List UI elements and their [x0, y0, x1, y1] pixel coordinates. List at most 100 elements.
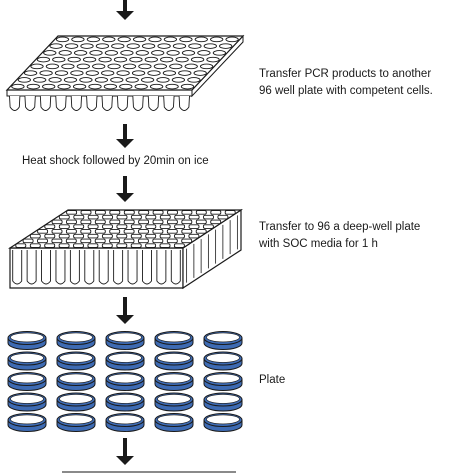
square-well — [80, 219, 92, 225]
well — [70, 70, 84, 76]
well — [141, 43, 156, 49]
well — [76, 63, 90, 70]
well — [140, 77, 155, 83]
petri-dish-grid — [7, 331, 243, 432]
well — [194, 36, 208, 43]
petri-dish-icon — [203, 351, 243, 371]
dish-lid — [108, 414, 142, 425]
dish-lid — [206, 414, 240, 425]
well — [135, 50, 149, 56]
well — [48, 77, 62, 83]
well — [225, 36, 239, 43]
arrow-shaft — [123, 297, 127, 316]
square-well — [44, 243, 56, 248]
square-well — [101, 233, 113, 239]
well — [199, 63, 214, 70]
square-well — [174, 233, 185, 239]
tube — [163, 95, 175, 111]
square-well — [159, 214, 171, 220]
square-well — [130, 224, 142, 229]
well — [179, 36, 193, 43]
arrow-head — [116, 139, 134, 148]
dish-lid — [157, 353, 191, 363]
square-well — [51, 219, 63, 225]
well — [126, 43, 140, 49]
step-text-line: Transfer PCR products to another — [259, 68, 432, 80]
petri-dish-icon — [56, 351, 96, 371]
square-well — [188, 224, 200, 229]
square-well — [66, 219, 77, 225]
well — [33, 77, 47, 83]
square-well — [58, 233, 70, 239]
well — [80, 43, 94, 49]
petri-dish-icon — [154, 372, 194, 391]
well — [187, 77, 201, 83]
dish-lid — [108, 353, 142, 363]
square-well — [123, 219, 135, 225]
square-well — [116, 233, 128, 239]
square-well — [167, 210, 178, 215]
square-well — [123, 229, 135, 234]
dish-lid — [10, 414, 44, 425]
well — [42, 83, 56, 90]
dish-lid — [157, 332, 191, 343]
dish-lid — [59, 353, 93, 363]
square-well — [116, 214, 128, 220]
well — [95, 43, 110, 49]
pcr-plate-icon — [5, 34, 245, 111]
dish-lid — [59, 414, 93, 425]
dish-lid — [59, 394, 93, 404]
well-groove — [69, 250, 80, 285]
square-well — [145, 233, 157, 239]
square-well — [94, 210, 106, 215]
step-plate: Plate — [259, 372, 409, 389]
well — [153, 63, 168, 70]
square-well — [58, 243, 70, 248]
well — [175, 56, 189, 63]
well — [171, 77, 186, 83]
step-text-line: Plate — [259, 374, 286, 386]
plate-front-rim — [6, 89, 193, 97]
down-arrow-icon — [116, 124, 134, 148]
down-arrow-icon — [116, 297, 134, 324]
down-arrow-icon — [116, 438, 134, 465]
square-well — [159, 224, 171, 229]
square-well — [80, 229, 92, 234]
well — [125, 77, 139, 83]
well — [30, 63, 44, 70]
petri-dish-icon — [7, 413, 47, 432]
well — [17, 77, 31, 83]
dish-lid — [157, 394, 191, 404]
well — [134, 83, 148, 90]
square-well — [130, 214, 142, 220]
well — [212, 50, 227, 56]
arrow-head — [116, 193, 134, 202]
well — [156, 77, 170, 83]
well-groove — [127, 250, 138, 285]
well — [160, 56, 174, 63]
square-well — [73, 243, 84, 248]
well — [23, 70, 38, 76]
square-well — [195, 219, 207, 225]
square-well — [145, 243, 157, 248]
well — [98, 56, 112, 63]
square-well — [181, 219, 193, 225]
well — [188, 43, 202, 49]
square-well — [130, 233, 142, 239]
well — [72, 83, 87, 90]
dish-lid — [157, 373, 191, 384]
tube — [39, 95, 52, 111]
square-well — [109, 238, 121, 244]
well — [49, 43, 63, 49]
square-well — [102, 214, 114, 220]
well — [147, 70, 161, 76]
petri-dish-icon — [56, 372, 96, 391]
well — [203, 43, 217, 49]
tube — [132, 95, 144, 111]
well — [58, 50, 72, 56]
square-well — [51, 229, 63, 234]
square-well — [58, 214, 70, 220]
dish-lid — [206, 394, 240, 404]
well — [172, 43, 187, 49]
tube — [55, 95, 67, 111]
